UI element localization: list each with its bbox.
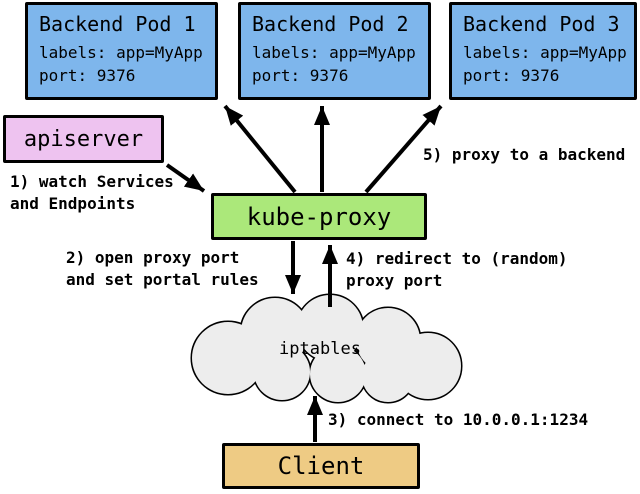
pod-port: port: 9376: [252, 66, 349, 85]
step2-line1: 2) open proxy port: [66, 248, 240, 267]
arrow-kubeproxy-to-pod1: [223, 104, 297, 194]
iptables-cloud: [190, 293, 463, 404]
step3-line1: 3) connect to 10.0.0.1:1234: [328, 410, 589, 429]
client-label: Client: [277, 452, 365, 480]
step4-note: 4) redirect to (random) proxy port: [346, 248, 568, 292]
apiserver-box: apiserver: [3, 115, 164, 163]
iptables-label: iptables: [279, 339, 361, 359]
pod-labels: labels: app=MyApp: [39, 43, 203, 62]
apiserver-label: apiserver: [23, 126, 144, 152]
step4-line1: 4) redirect to (random): [346, 249, 568, 268]
client-box: Client: [222, 443, 420, 489]
kube-proxy-label: kube-proxy: [246, 202, 392, 231]
step5-note: 5) proxy to a backend: [423, 144, 625, 166]
pod-title: Backend Pod 1: [39, 12, 196, 36]
pod-labels: labels: app=MyApp: [252, 43, 416, 62]
pod-title: Backend Pod 2: [252, 12, 409, 36]
step4-line2: proxy port: [346, 271, 443, 290]
backend-pod-2-box: Backend Pod 2 labels: app=MyApp port: 93…: [238, 2, 431, 100]
backend-pod-3-box: Backend Pod 3 labels: app=MyApp port: 93…: [449, 2, 637, 100]
pod-title: Backend Pod 3: [463, 12, 620, 36]
step1-note: 1) watch Services and Endpoints: [10, 171, 174, 215]
step1-line2: and Endpoints: [10, 194, 136, 213]
pod-port: port: 9376: [463, 66, 560, 85]
pod-labels: labels: app=MyApp: [463, 43, 627, 62]
step3-note: 3) connect to 10.0.0.1:1234: [328, 409, 588, 431]
step2-line2: and set portal rules: [66, 270, 259, 289]
arrow-apiserver-to-kubeproxy: [165, 163, 206, 193]
kube-proxy-box: kube-proxy: [211, 193, 427, 240]
arrow-kubeproxy-to-pod3: [364, 104, 443, 194]
step5-line1: 5) proxy to a backend: [423, 145, 626, 164]
backend-pod-1-box: Backend Pod 1 labels: app=MyApp port: 93…: [25, 2, 218, 100]
step1-line1: 1) watch Services: [10, 172, 174, 191]
pod-port: port: 9376: [39, 66, 136, 85]
step2-note: 2) open proxy port and set portal rules: [66, 247, 259, 291]
